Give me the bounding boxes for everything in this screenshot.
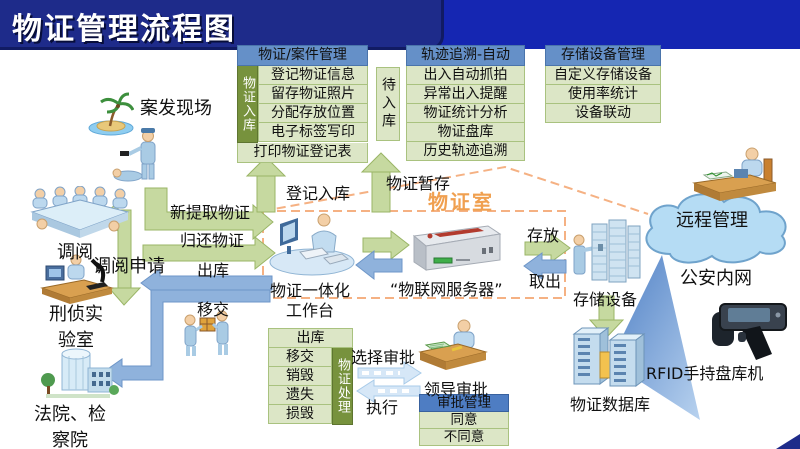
palm-island-icon [88, 92, 134, 136]
panel-case-mgmt: 物证/案件管理 物证入库 登记物证信息 留存物证照片 分配存放位置 电子标签写印… [237, 45, 368, 163]
panel-row: 留存物证照片 [258, 85, 368, 104]
label-lab-line2: 验室 [58, 330, 94, 351]
panel-approval: 审批管理 同意 不同意 [419, 394, 509, 446]
panel-case-mgmt-side-label: 物证入库 [237, 66, 258, 143]
intranet-triangle [610, 255, 700, 420]
panel-row: 不同意 [419, 429, 509, 446]
label-flow-register-in: 登记入库 [286, 184, 351, 203]
panel-row: 出入自动抓拍 [406, 66, 525, 85]
conference-table-icon [30, 186, 130, 238]
arrow-store-in [524, 233, 571, 263]
approval-arrows [356, 361, 422, 403]
remote-desk-icon [692, 147, 777, 201]
panel-storage-mgmt: 存储设备管理 自定义存储设备 使用率统计 设备联动 [545, 45, 661, 123]
label-flow-take-out: 取出 [529, 272, 562, 291]
microscope-lab-icon [40, 254, 114, 304]
pending-inbound-box: 待入库 [376, 67, 400, 141]
arrow-temp-store [360, 152, 402, 213]
panel-trace-header: 轨迹追溯-自动 [406, 45, 525, 66]
title-panel [0, 0, 444, 50]
panel-handling: 出库 移交 销毁 遗失 损毁 物证处理 [268, 328, 353, 425]
storage-cabinet-icon [573, 219, 641, 283]
panel-row: 同意 [419, 412, 509, 429]
green-arrows [98, 152, 625, 339]
label-court-line2: 察院 [52, 430, 88, 449]
arrow-server-to-ws [355, 249, 403, 281]
label-review: 调阅 [57, 242, 93, 263]
label-court-line1: 法院、检 [34, 404, 106, 425]
panel-row: 登记物证信息 [258, 66, 368, 85]
panel-case-mgmt-header: 物证/案件管理 [237, 45, 368, 66]
database-servers-icon [572, 327, 646, 387]
label-flow-store-in: 存放 [527, 226, 560, 245]
blue-arrows [101, 249, 567, 388]
panel-row: 使用率统计 [545, 85, 661, 104]
label-storage-device: 存储设备 [572, 290, 637, 309]
leader-desk-icon [418, 319, 488, 370]
label-remote-mgmt: 远程管理 [676, 210, 748, 231]
panel-trace: 轨迹追溯-自动 出入自动抓拍 异常出入提醒 物证统计分析 物证盘库 历史轨迹追溯 [406, 45, 525, 161]
label-leader-approval: 领导审批 [424, 380, 489, 399]
label-evidence-db: 物证数据库 [569, 395, 650, 414]
panel-approval-header: 审批管理 [419, 394, 509, 412]
label-flow-select-approval: 选择审批 [351, 348, 416, 367]
label-flow-temp-store: 物证暂存 [386, 174, 451, 193]
panel-row: 销毁 [268, 367, 332, 386]
arrow-execute [356, 379, 421, 403]
panel-row: 分配存放位置 [258, 104, 368, 123]
arrow-new-evidence [144, 187, 274, 241]
label-flow-execute: 执行 [366, 398, 399, 417]
label-review-request: 调阅申请 [93, 256, 165, 277]
panel-row: 物证盘库 [406, 123, 525, 142]
label-police-intranet: 公安内网 [680, 268, 752, 289]
panel-row: 出库 [268, 328, 353, 348]
panel-row: 历史轨迹追溯 [406, 142, 525, 161]
arrow-take-out [523, 252, 567, 280]
label-workstation-line1: 物证一体化 [269, 281, 350, 300]
label-flow-outbound: 出库 [197, 261, 230, 280]
label-workstation-line2: 工作台 [285, 301, 334, 320]
workstation-icon [269, 213, 355, 276]
panel-case-mgmt-footer: 打印物证登记表 [237, 143, 368, 163]
handover-people-icon [184, 310, 229, 356]
panel-row: 遗失 [268, 386, 332, 405]
label-rfid-handheld: RFID手持盘库机 [646, 364, 764, 383]
corner-accent [776, 434, 800, 449]
panel-row: 设备联动 [545, 104, 661, 123]
label-evidence-room: 物证室 [428, 190, 494, 214]
panel-storage-mgmt-header: 存储设备管理 [545, 45, 661, 66]
panel-row: 电子标签写印 [258, 123, 368, 142]
crime-scene-officer-icon [112, 128, 156, 182]
panel-handling-side-label: 物证处理 [332, 348, 353, 425]
panel-row: 物证统计分析 [406, 104, 525, 123]
label-crime-scene: 案发现场 [140, 98, 212, 119]
label-flow-return-evidence: 归还物证 [180, 231, 245, 250]
label-lab-line1: 刑侦实 [49, 304, 103, 325]
arrow-return-evidence [142, 235, 276, 271]
panel-row: 移交 [268, 348, 332, 367]
page-title: 物证管理流程图 [12, 12, 236, 47]
label-flow-new-evidence: 新提取物证 [170, 203, 251, 222]
iot-server-icon [412, 225, 502, 271]
panel-row: 损毁 [268, 405, 332, 424]
cloud-shape [645, 193, 787, 264]
label-flow-transfer: 移交 [197, 300, 230, 319]
rfid-gun-icon [712, 303, 787, 360]
courthouse-icon [41, 348, 119, 398]
label-iot-server: “物联网服务器” [390, 280, 503, 299]
arrow-register-in [245, 156, 287, 213]
panel-row: 自定义存储设备 [545, 66, 661, 85]
panel-row: 异常出入提醒 [406, 85, 525, 104]
